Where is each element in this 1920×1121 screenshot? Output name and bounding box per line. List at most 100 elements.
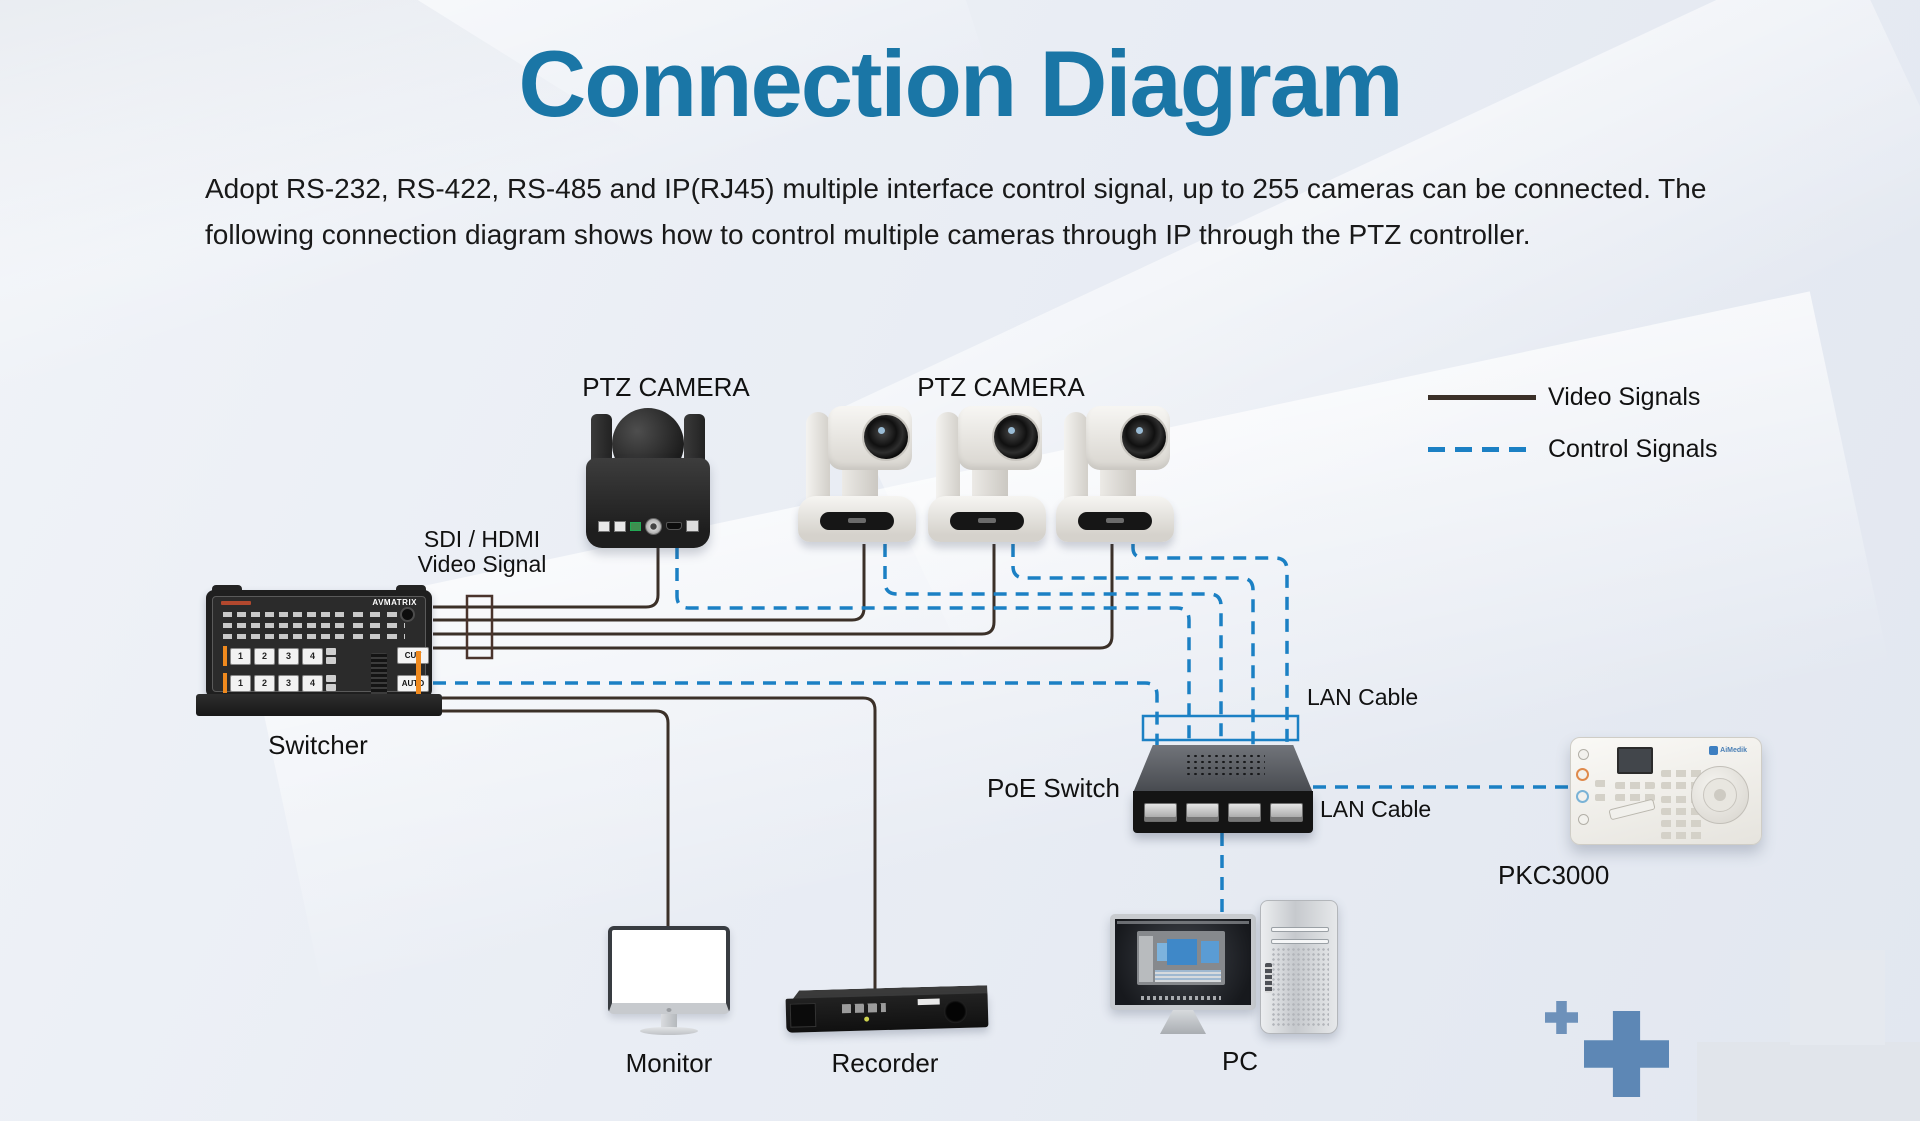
dock (1141, 996, 1221, 1000)
pc-display-stand (1160, 1010, 1206, 1034)
button-row (1615, 782, 1655, 789)
legend-video-label: Video Signals (1548, 382, 1701, 411)
button-row (1595, 794, 1609, 801)
port-icon (613, 520, 626, 532)
switcher-body: AVMATRIX 1 2 3 4 1 (206, 590, 432, 699)
status-led (864, 1016, 870, 1022)
drive-slot (1271, 927, 1329, 932)
auto-button: AUTO (397, 675, 429, 692)
tower-grill (1271, 947, 1329, 1027)
pkc3000-controller: AiMedik (1570, 737, 1762, 845)
input-key-4: 4 (302, 674, 323, 692)
switcher-button-row (353, 634, 405, 639)
video-switcher: AVMATRIX 1 2 3 4 1 (196, 585, 442, 718)
round-button-blue (1576, 790, 1589, 803)
ptz-camera-white-3 (1056, 406, 1174, 542)
camera-base (586, 458, 710, 548)
keypad-row (1661, 832, 1703, 839)
switcher-panel: AVMATRIX 1 2 3 4 1 (212, 596, 429, 699)
switcher-button-row (223, 634, 345, 639)
legend-control-label: Control Signals (1548, 434, 1718, 463)
input-key-3: 3 (278, 674, 299, 692)
joystick-ring (1703, 778, 1737, 812)
ptz-camera-white-2 (928, 406, 1046, 542)
rj45-port-icon (1143, 802, 1177, 822)
gray-step-decoration (1697, 1042, 1920, 1121)
intro-paragraph: Adopt RS-232, RS-422, RS-485 and IP(RJ45… (205, 173, 1707, 250)
input-key-1: 1 (230, 647, 251, 665)
window-content (1201, 941, 1219, 963)
camera-lens (1120, 413, 1168, 461)
monitor-neck (661, 1014, 677, 1028)
camera-rear-ports (594, 513, 702, 539)
round-button-orange (1576, 768, 1589, 781)
controller-brand: AiMedik (1709, 746, 1747, 755)
rj45-port-icon (1269, 802, 1303, 822)
input-key-2: 2 (254, 674, 275, 692)
window-sidebar (1139, 936, 1153, 982)
hdmi-port-icon (665, 522, 682, 530)
pc (1110, 898, 1338, 1038)
brand-text: AiMedik (1720, 747, 1747, 754)
camera-arm (936, 412, 960, 504)
legend-row-control: Control Signals (1428, 434, 1718, 464)
gray-step-decoration (1790, 950, 1885, 1045)
lens-glint (878, 427, 885, 434)
fan-opening (943, 999, 968, 1024)
ptz-camera-black (586, 406, 710, 548)
button-row (1595, 780, 1609, 787)
transition-accent (416, 651, 421, 697)
front-labels (841, 1003, 886, 1014)
camera-lens (862, 413, 910, 461)
camera-front-panel (1078, 512, 1152, 530)
switcher-button-row (223, 612, 345, 617)
legend: Video Signals Control Signals (1428, 382, 1718, 486)
menu-knob (400, 607, 415, 622)
sticker (917, 998, 940, 1006)
camera-front-panel (950, 512, 1024, 530)
camera-front-panel (820, 512, 894, 530)
row-accent (223, 646, 227, 666)
input-key-1: 1 (230, 674, 251, 692)
switcher-button-row (223, 623, 345, 628)
input-key-4: 4 (302, 647, 323, 665)
app-window (1137, 931, 1225, 985)
pc-screen (1115, 919, 1251, 1005)
row-accent (223, 673, 227, 693)
side-ports (789, 1002, 817, 1028)
port-icon (597, 520, 610, 532)
switcher-button-row (353, 623, 405, 628)
round-button (1578, 814, 1589, 825)
monitor-chin-logo (666, 1008, 672, 1012)
cut-button: CUT (397, 647, 429, 664)
aux-keys (326, 648, 336, 664)
camera-arm (806, 412, 830, 504)
ptz-camera-white-1 (798, 406, 916, 542)
aux-keys (326, 675, 336, 691)
camera-base (928, 496, 1046, 542)
pvw-key-row: 1 2 3 4 (223, 673, 336, 693)
terminal-port-icon (629, 521, 641, 531)
recorder-front (785, 993, 989, 1033)
pc-tower (1260, 900, 1338, 1034)
lens-glint (1008, 427, 1015, 434)
speed-slider (1608, 798, 1656, 821)
rj45-port-icon (1227, 802, 1261, 822)
tower-ports (1265, 963, 1272, 993)
rj45-port-icon (1185, 802, 1219, 822)
switcher-model-logo (221, 601, 251, 605)
camera-logo (1106, 518, 1124, 523)
poe-front-face (1133, 791, 1313, 833)
pc-display (1110, 914, 1256, 1010)
joystick-knob (1714, 789, 1726, 801)
brand-mark-icon (1709, 746, 1719, 755)
poe-switch (1133, 745, 1313, 833)
video-wire-switcher-to-monitor (433, 709, 670, 930)
monitor-base (640, 1027, 698, 1035)
vent-holes (1185, 753, 1265, 779)
lens-glint (1136, 427, 1143, 434)
lan-port-icon (685, 520, 699, 532)
keypad-row (1661, 820, 1703, 827)
video-wire-cam3-to-switcher (433, 544, 1114, 650)
monitor-screen (608, 926, 730, 1014)
